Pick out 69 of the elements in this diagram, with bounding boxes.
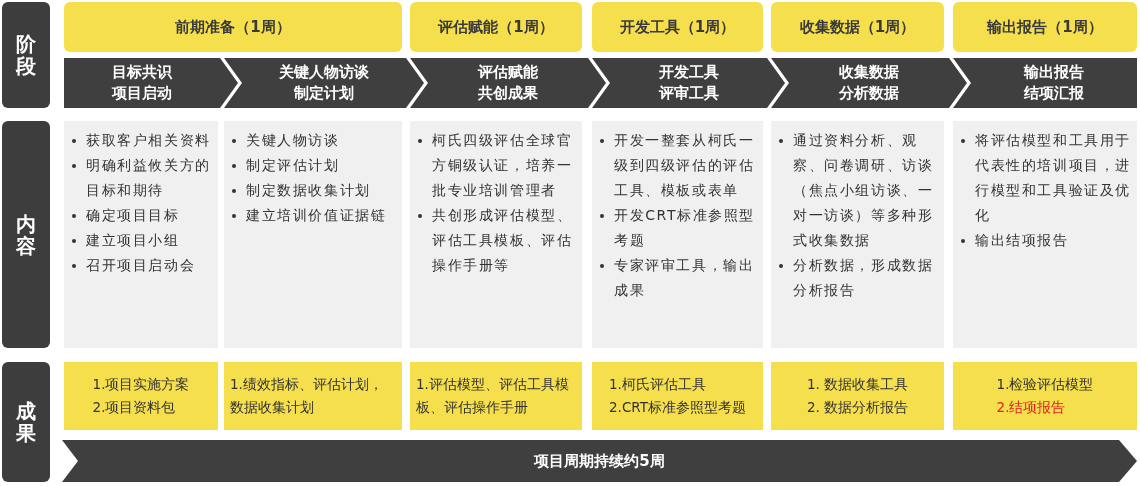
result-item: 1.项目实施方案	[92, 375, 190, 394]
content-item: 建立项目小组	[86, 231, 180, 250]
content-item: 分析数据，形成数据分析报告	[793, 256, 935, 300]
step-title: 共创成果	[478, 83, 538, 104]
content-panel	[953, 121, 1137, 348]
result-box	[953, 362, 1137, 430]
step-title: 关键人物访谈	[279, 62, 369, 83]
content-panel	[224, 121, 402, 348]
content-item: 确定项目目标	[86, 206, 180, 225]
step-title: 输出报告	[1024, 62, 1084, 83]
result-item: 2.项目资料包	[92, 398, 177, 417]
stage-label-box	[2, 121, 50, 348]
content-item: 开发CRT标准参照型考题	[614, 206, 757, 250]
content-item: 制定数据收集计划	[246, 181, 371, 200]
result-item: 1.评估模型、评估工具模板、评估操作手册	[416, 375, 570, 417]
result-item: 1.检验评估模型	[996, 375, 1094, 394]
content-item: 将评估模型和工具用于代表性的培训项目，进行模型和工具验证及优化	[975, 131, 1132, 225]
content-item: 输出结项报告	[975, 231, 1069, 250]
step-title: 结项汇报	[1024, 83, 1084, 104]
step-title: 开发工具	[658, 62, 719, 83]
result-box	[224, 362, 402, 430]
result-item: 1.绩效指标、评估计划，数据收集计划	[230, 375, 384, 417]
phase-header	[64, 2, 402, 52]
stage-label-box	[2, 2, 50, 108]
step-title: 制定计划	[294, 83, 354, 104]
stage-label-box	[2, 362, 50, 482]
step-title: 评估赋能	[478, 62, 538, 83]
phase-header	[410, 2, 582, 52]
row-label: 成果	[16, 400, 36, 444]
step-title: 目标共识	[112, 62, 172, 83]
content-item: 召开项目启动会	[86, 256, 196, 275]
phase-title: 输出报告（1周）	[987, 16, 1103, 38]
step-title: 收集数据	[839, 62, 899, 83]
result-item: 2. 数据分析报告	[806, 398, 909, 417]
result-box	[592, 362, 763, 430]
phase-title: 开发工具（1周）	[619, 16, 736, 38]
content-panel	[771, 121, 944, 348]
phase-header	[953, 2, 1137, 52]
phase-title: 评估赋能（1周）	[438, 16, 554, 38]
result-box	[771, 362, 944, 430]
content-item: 获取客户相关资料	[86, 131, 211, 150]
step-title: 分析数据	[839, 83, 899, 104]
content-item: 建立培训价值证据链	[246, 206, 387, 225]
content-item: 关键人物访谈	[246, 131, 340, 150]
row-label: 内容	[16, 212, 36, 257]
content-item: 共创形成评估模型、评估工具模板、评估操作手册等	[432, 206, 574, 275]
result-box	[410, 362, 582, 430]
content-panel	[64, 121, 218, 348]
content-item: 柯氏四级评估全球官方铜级认证，培养一批专业培训管理者	[432, 131, 574, 200]
content-item: 通过资料分析、观察、问卷调研、访谈（焦点小组访谈、一对一访谈）等多种形式收集数据	[793, 131, 935, 250]
result-item: 1.柯氏评估工具	[609, 375, 707, 394]
phase-title: 收集数据（1周）	[799, 16, 916, 38]
phase-header	[771, 2, 944, 52]
phase-header	[592, 2, 763, 52]
result-item: 2.结项报告	[996, 398, 1067, 417]
content-item: 制定评估计划	[246, 156, 340, 175]
content-panel	[410, 121, 582, 348]
result-item: 1. 数据收集工具	[806, 375, 909, 394]
step-title: 项目启动	[112, 83, 172, 104]
content-panel	[592, 121, 763, 348]
step-title: 评审工具	[658, 83, 719, 104]
content-item: 明确利益攸关方的目标和期待	[86, 156, 212, 200]
result-box	[64, 362, 218, 430]
result-item: 2.CRT标准参照型考题	[609, 398, 746, 417]
row-label: 阶段	[16, 33, 36, 77]
content-item: 开发一整套从柯氏一级到四级评估的评估工具、模板或表单	[614, 131, 756, 200]
phase-title: 前期准备（1周）	[175, 16, 291, 38]
duration-text: 项目周期持续约5周	[534, 450, 665, 472]
content-item: 专家评审工具，输出成果	[614, 256, 756, 300]
